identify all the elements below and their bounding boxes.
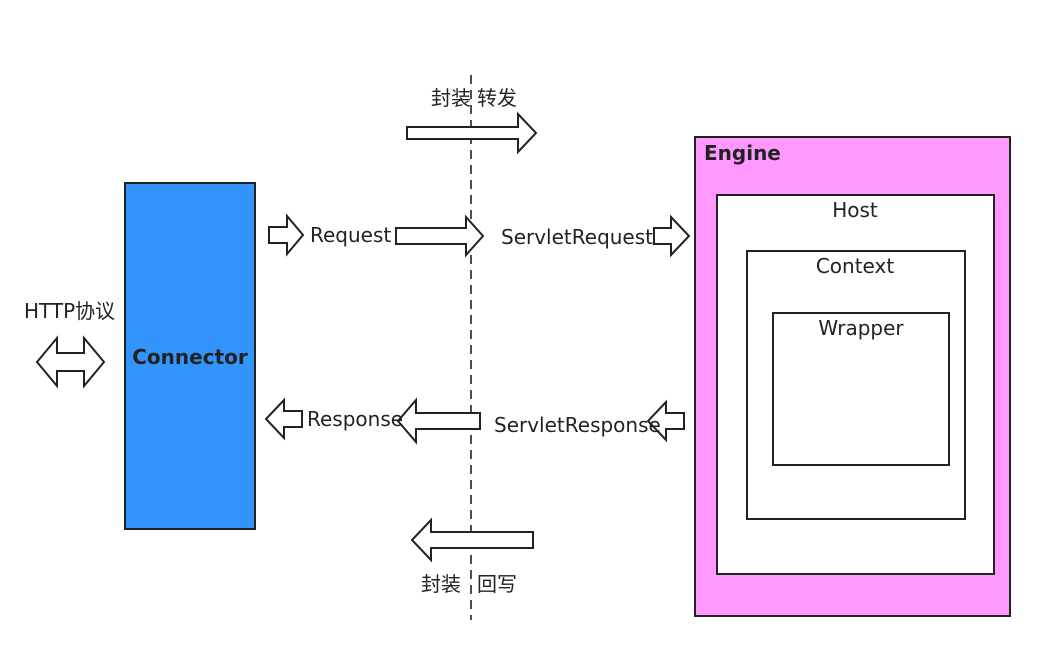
top-forward-label: 转发	[477, 86, 517, 110]
servlet-request-to-engine-arrow-icon	[653, 214, 691, 258]
response-label: Response	[307, 407, 404, 431]
servlet-request-label: ServletRequest	[501, 225, 654, 249]
wrapper-label: Wrapper	[818, 316, 904, 340]
servlet-response-label: ServletResponse	[494, 413, 661, 437]
engine-to-servlet-response-arrow-icon	[646, 399, 685, 443]
request-label: Request	[310, 223, 392, 247]
connector-box	[124, 182, 256, 530]
forward-arrow-icon	[406, 111, 538, 155]
top-encapsulate-label: 封装	[431, 86, 471, 110]
response-arrow-icon	[264, 397, 303, 441]
bottom-encapsulate-label: 封装	[421, 572, 461, 596]
http-protocol-label: HTTP协议	[24, 299, 116, 323]
bottom-writeback-label: 回写	[477, 572, 517, 596]
connector-label: Connector	[132, 345, 248, 369]
write-back-arrow-icon	[410, 517, 534, 563]
servlet-to-response-arrow-icon	[396, 397, 481, 445]
request-to-servlet-arrow-icon	[395, 214, 485, 258]
http-double-arrow-icon	[35, 335, 106, 389]
request-arrow-icon	[268, 213, 305, 257]
context-label: Context	[815, 254, 895, 278]
host-label: Host	[832, 198, 878, 222]
wrapper-container	[772, 312, 950, 466]
engine-label: Engine	[704, 141, 781, 165]
